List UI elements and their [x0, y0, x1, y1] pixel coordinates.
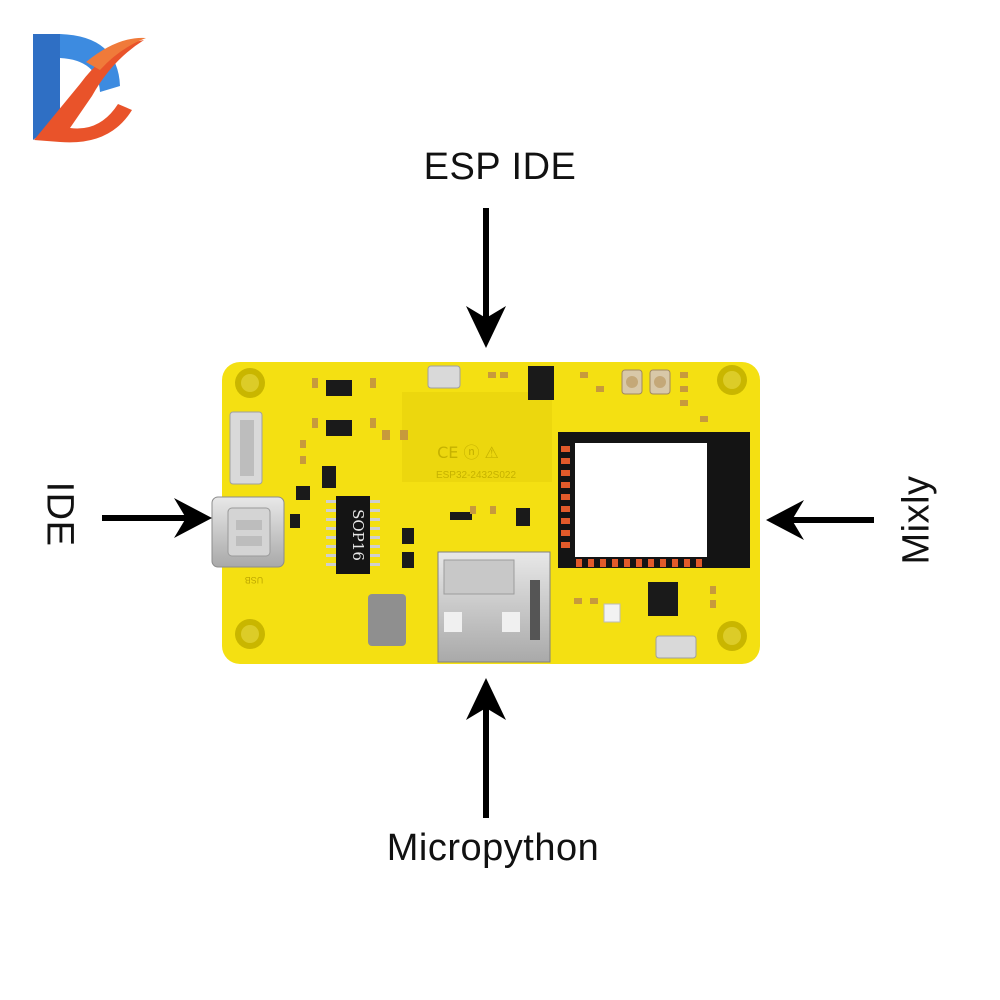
buzzer — [368, 594, 406, 646]
esp32-module — [558, 432, 750, 568]
pcb-inner-area — [402, 392, 552, 482]
passive-components — [300, 372, 716, 608]
usb-c-connector — [211, 496, 285, 568]
cert-marks: CE ⓝ ⚠ — [437, 443, 499, 462]
jst-connector-bottom — [655, 635, 697, 659]
chip-label: SOP16 — [349, 509, 367, 561]
label-mixly: Mixly — [895, 475, 938, 565]
label-micropython: Micropython — [386, 827, 600, 869]
jst-connector-top — [427, 365, 461, 389]
usb-silkscreen: USB — [245, 575, 264, 585]
model-silkscreen: ESP32-2432S022 — [436, 470, 517, 481]
label-ide: IDE — [38, 481, 81, 547]
sop16-chip: SOP16 — [326, 496, 380, 574]
jst-connector-left — [229, 411, 263, 485]
small-ics — [290, 366, 678, 616]
label-esp-ide: ESP IDE — [423, 146, 577, 188]
mounting-holes — [235, 365, 747, 651]
sd-card-slot — [437, 551, 551, 663]
tactile-buttons — [621, 369, 671, 395]
status-led — [603, 603, 621, 623]
